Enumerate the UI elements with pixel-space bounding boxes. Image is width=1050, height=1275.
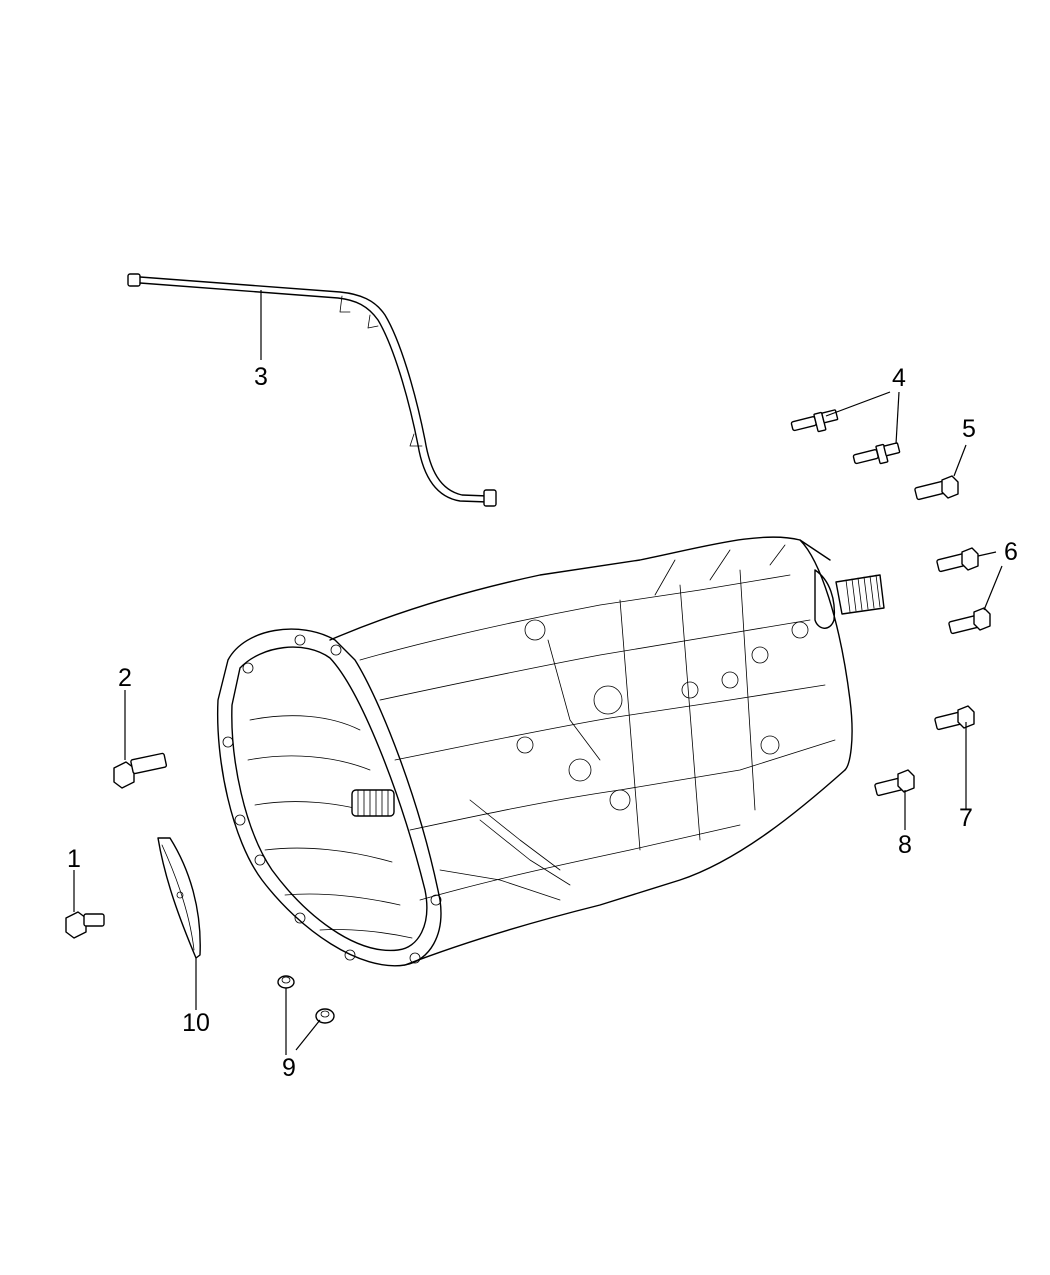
callout-2: 2: [118, 664, 132, 692]
wiring-harness: [127, 273, 497, 507]
callout-1: 1: [67, 845, 81, 873]
bolt-2: [113, 752, 168, 789]
callout-3: 3: [254, 363, 268, 391]
bolt-8: [874, 769, 915, 797]
bolt-6b: [948, 607, 991, 635]
callout-labels: 1 2 3 4 5 6 7 8 9 10: [67, 363, 1018, 1082]
callout-8: 8: [898, 831, 912, 859]
dust-shield: [157, 837, 201, 959]
stud-4a: [790, 409, 839, 433]
callout-6: 6: [1004, 538, 1018, 566]
transmission-assembly: [216, 536, 885, 967]
callout-7: 7: [959, 804, 973, 832]
bolt-1: [65, 911, 105, 939]
bolt-5: [914, 475, 959, 501]
stud-4b: [852, 442, 901, 465]
bolt-6a: [936, 547, 979, 573]
callout-5: 5: [962, 415, 976, 443]
callout-10: 10: [182, 1009, 210, 1037]
nut-9b: [315, 1008, 335, 1024]
leader-lines: [73, 290, 1003, 1055]
bolt-7: [934, 705, 975, 731]
callout-9: 9: [282, 1054, 296, 1082]
nut-9a: [277, 975, 295, 989]
callout-4: 4: [892, 364, 906, 392]
